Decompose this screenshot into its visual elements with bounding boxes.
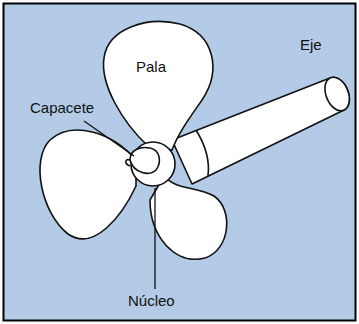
shaft-end <box>325 77 349 110</box>
spinner-cap <box>130 148 159 174</box>
part-label: Núcleo <box>128 292 175 310</box>
part-label: Pala <box>136 58 166 76</box>
blade-lower <box>150 176 227 259</box>
shaft-collar <box>196 130 209 176</box>
part-label: Capacete <box>30 99 94 117</box>
cap-tip <box>126 160 130 166</box>
background-frame <box>4 4 356 321</box>
blade-left <box>40 130 136 239</box>
hub <box>131 142 175 186</box>
part-label: Eje <box>300 36 322 54</box>
leader-line <box>154 188 155 289</box>
leader-line <box>84 121 134 156</box>
blade-upper <box>104 22 213 150</box>
